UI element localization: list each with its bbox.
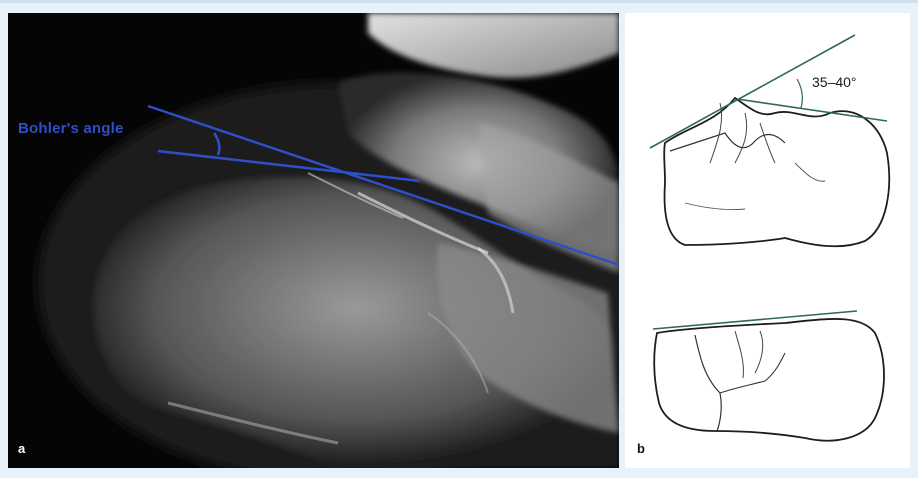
drawing-panel: 35–40° b: [625, 13, 910, 468]
panel-a-letter: a: [18, 441, 25, 456]
bohler-angle-label: Bohler's angle: [18, 120, 124, 137]
top-rule: [0, 0, 918, 3]
calcaneus-drawings: [625, 13, 910, 468]
angle-range-label: 35–40°: [812, 74, 857, 90]
radiograph-panel: Bohler's angle a: [8, 13, 619, 468]
normal-calcaneus-drawing: [650, 35, 889, 246]
fractured-calcaneus-drawing: [653, 311, 884, 441]
radiograph-image: [8, 13, 619, 468]
panel-b-letter: b: [637, 441, 645, 456]
